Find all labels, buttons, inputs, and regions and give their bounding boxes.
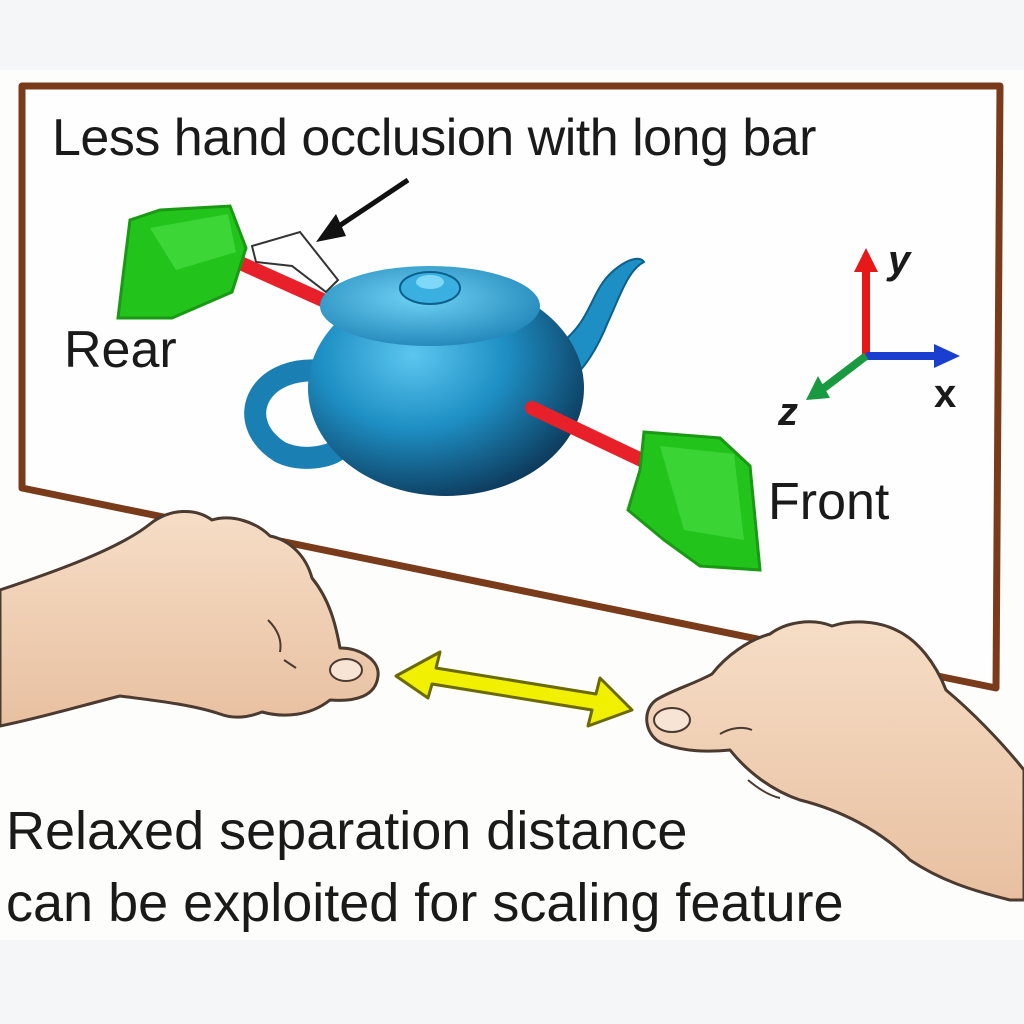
axis-z-label: z	[778, 390, 798, 434]
axis-gizmo-icon	[806, 248, 960, 400]
left-hand-icon	[0, 509, 380, 728]
rear-bar	[231, 255, 343, 313]
teapot-icon	[244, 257, 646, 496]
caption-bottom-line2: can be exploited for scaling feature	[6, 873, 844, 933]
hand-outline	[250, 230, 340, 294]
front-label: Front	[768, 473, 890, 531]
double-arrow-icon	[394, 650, 634, 728]
caption-bottom-line1: Relaxed separation distance	[6, 801, 688, 861]
annotation-arrow	[316, 177, 410, 242]
right-hand-icon	[645, 620, 1024, 902]
axis-y-label: y	[888, 238, 911, 282]
rear-label: Rear	[64, 321, 177, 379]
front-bar	[525, 401, 657, 471]
axis-x-label: x	[934, 372, 957, 416]
caption-top: Less hand occlusion with long bar	[52, 109, 816, 167]
